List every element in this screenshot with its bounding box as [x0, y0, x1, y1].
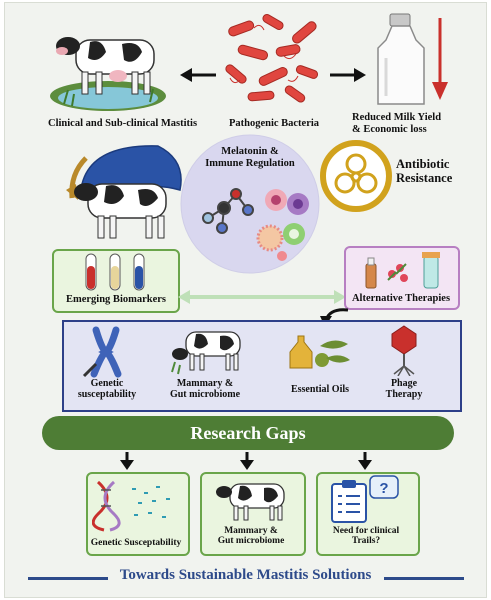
grazing-cow-icon: [171, 331, 241, 375]
phage-line1: Phage: [390, 378, 418, 389]
gap-clinical-label: Need for clinical Trails?: [316, 526, 416, 547]
research-gaps-banner: Research Gaps: [42, 416, 454, 450]
microbiome-label: Mammary & Gut microbiome: [162, 378, 248, 400]
milk-bottle-illustration: [377, 13, 448, 105]
down-arrow-icon: [120, 452, 134, 470]
gap-microbiome-label: Mammary & Gut microbiome: [200, 526, 302, 547]
alt-therapies-label: Alternative Therapies: [351, 293, 451, 304]
phage-line2: Therapy: [385, 389, 423, 400]
milk-yield-label: Reduced Milk Yield & Economic loss: [352, 112, 462, 135]
biohazard-icon: [334, 153, 378, 194]
biomarkers-label: Emerging Biomarkers: [65, 294, 167, 305]
arrow-left-icon: [180, 68, 216, 82]
dna-icon: [92, 480, 170, 532]
footer-rule-left: [28, 577, 108, 580]
clinical-checklist-icon: ?: [331, 475, 399, 523]
microbiome-line1: Mammary &: [176, 378, 234, 389]
melatonin-circle: [180, 134, 320, 274]
microbiome-line2: Gut microbiome: [169, 389, 241, 400]
immune-cells-icon: [256, 189, 309, 261]
antibiotic-label: Antibiotic Resistance: [396, 157, 476, 186]
gap-clinical-line1: Need for clinical: [332, 526, 400, 536]
gap-microbiome-line2: Gut microbiome: [217, 536, 285, 547]
footer-title: Towards Sustainable Mastitis Solutions: [0, 567, 491, 584]
genetic-label: Genetic susceptability: [68, 378, 146, 400]
arrow-right-icon: [330, 68, 366, 82]
melatonin-line2: Immune Regulation: [205, 157, 295, 169]
gap-cow-icon: [216, 483, 285, 521]
bacteria-cluster-illustration: [225, 14, 319, 103]
alt-therapies-icon: [365, 252, 440, 289]
cow-pond-illustration: [50, 37, 166, 111]
phage-icon: [391, 325, 417, 376]
mastitis-label: Clinical and Sub-clinical Mastitis: [48, 118, 198, 129]
down-arrow-icon: [240, 452, 254, 470]
milk-yield-line2: & Economic loss: [352, 123, 427, 135]
genetic-line1: Genetic: [90, 378, 124, 389]
cow-head-blue-shape: [66, 145, 182, 239]
gap-genetic-label: Genetic Susceptability: [90, 538, 182, 548]
down-arrow-icon: [432, 18, 448, 100]
question-bubble-icon: ?: [369, 475, 399, 499]
essential-oil-icon: [289, 335, 350, 369]
melatonin-label: Melatonin & Immune Regulation: [200, 146, 300, 169]
cow-illustration: [56, 37, 155, 95]
double-arrow-icon: [178, 290, 346, 304]
phage-label: Phage Therapy: [372, 378, 436, 400]
footer-title-text: Towards Sustainable Mastitis Solutions: [115, 567, 376, 583]
antibiotic-line1: Antibiotic: [396, 157, 450, 171]
milk-yield-line1: Reduced Milk Yield: [352, 112, 442, 123]
biohazard-circle: [320, 140, 392, 212]
antibiotic-line2: Resistance: [396, 170, 453, 185]
gap-microbiome-line1: Mammary &: [224, 526, 278, 536]
molecule-icon: [202, 188, 254, 234]
svg-text:?: ?: [379, 480, 388, 497]
melatonin-line1: Melatonin &: [221, 146, 279, 157]
chromosome-icon: [82, 326, 122, 378]
gap-clinical-line2: Trails?: [351, 536, 381, 547]
bacteria-label: Pathogenic Bacteria: [228, 118, 320, 129]
test-tubes-icon: [85, 253, 145, 291]
oils-label: Essential Oils: [290, 384, 350, 395]
genetic-line2: susceptability: [77, 389, 137, 400]
down-arrow-icon: [358, 452, 372, 470]
footer-rule-right: [384, 577, 464, 580]
